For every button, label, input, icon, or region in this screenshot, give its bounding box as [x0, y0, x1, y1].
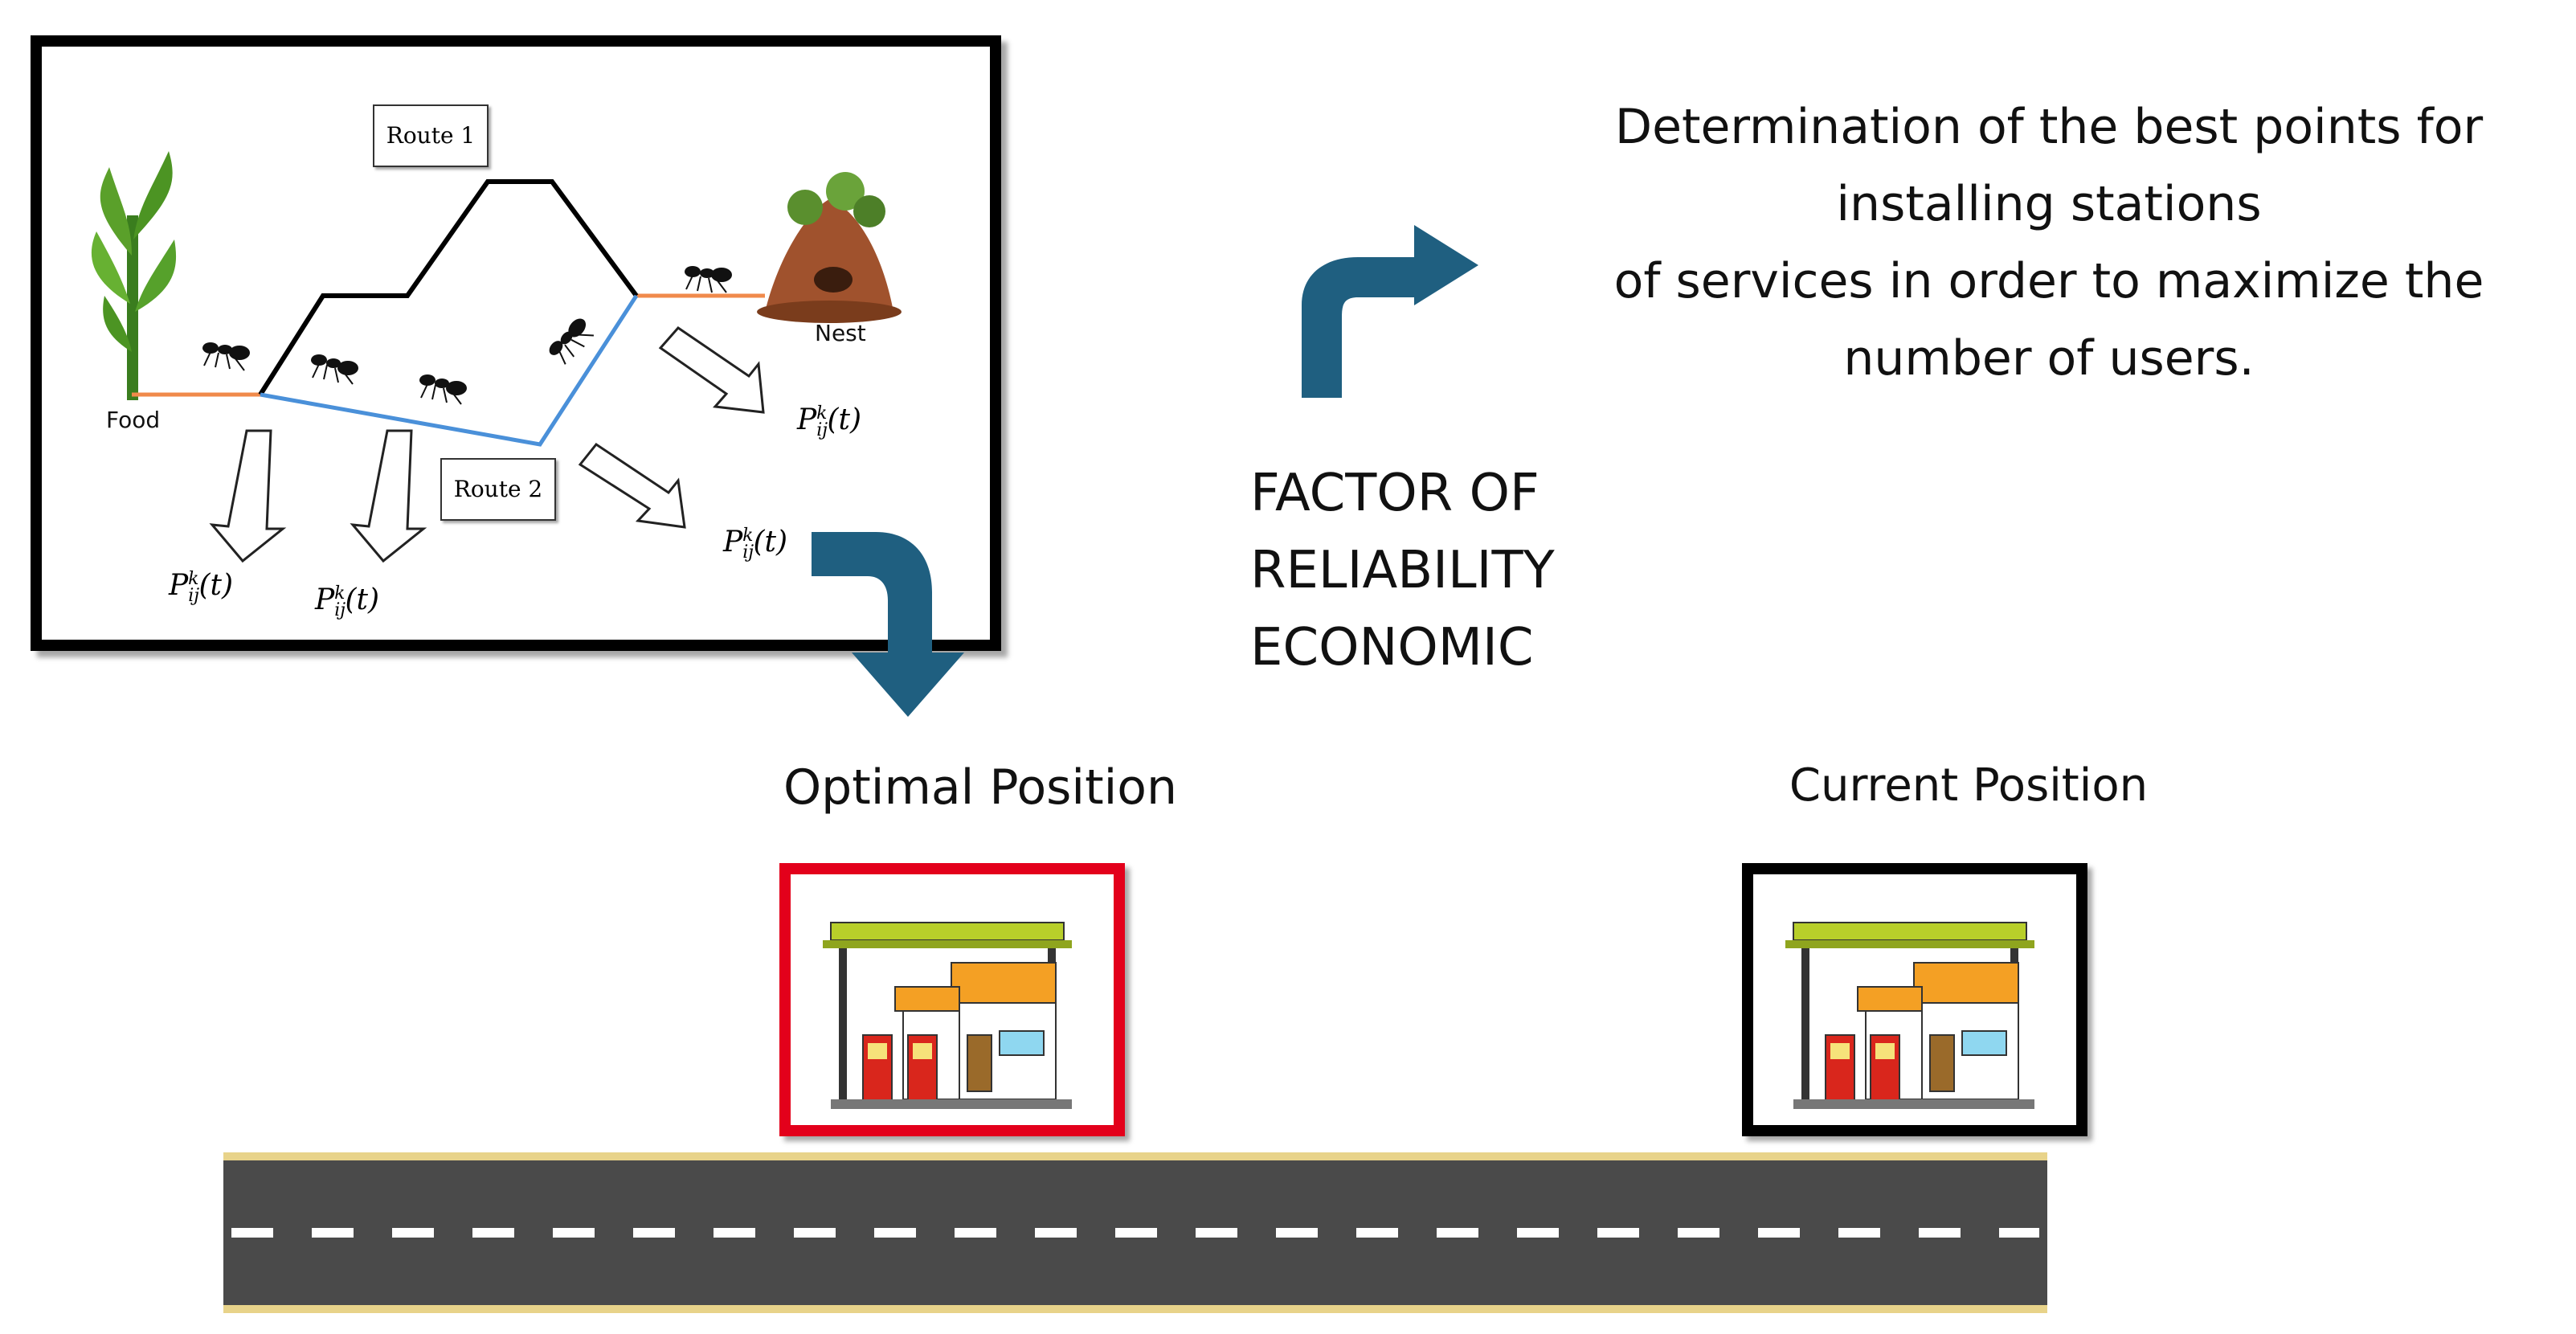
route-2-path — [260, 294, 639, 447]
probability-label-3: Pijk(t) — [723, 526, 787, 563]
ant-route-graphic — [91, 151, 902, 563]
factor-text: FACTOR OF RELIABILITY ECONOMIC — [1250, 455, 1555, 686]
hollow-arrow-2 — [350, 429, 427, 563]
current-station-frame — [1742, 863, 2087, 1136]
bent-arrow-down-icon — [812, 532, 964, 717]
goal-line-3: of services in order to maximize the — [1613, 253, 2484, 309]
route-1-path — [258, 179, 639, 396]
gas-station-icon — [823, 922, 1072, 1109]
goal-line-1: Determination of the best points for — [1614, 99, 2484, 155]
goal-line-4: number of users. — [1843, 330, 2255, 387]
optimal-station-frame — [779, 863, 1125, 1136]
factor-line-2: RELIABILITY — [1250, 541, 1555, 600]
nest-icon — [757, 172, 902, 323]
goal-text: Determination of the best points for ins… — [1527, 88, 2571, 397]
factor-line-1: FACTOR OF — [1250, 464, 1539, 523]
probability-label-2: Pijk(t) — [315, 583, 379, 621]
route-2-label: Route 2 — [440, 458, 556, 521]
gas-station-icon — [1785, 922, 2034, 1109]
factor-line-3: ECONOMIC — [1250, 618, 1534, 677]
hollow-arrow-1 — [209, 429, 287, 563]
bent-arrow-up-right-icon — [1302, 225, 1478, 398]
hollow-arrow-4 — [658, 326, 765, 414]
food-plant-icon — [91, 151, 177, 400]
food-label: Food — [106, 407, 161, 433]
probability-label-1: Pijk(t) — [169, 569, 233, 607]
hollow-arrow-3 — [578, 442, 686, 529]
route-1-label: Route 1 — [373, 104, 489, 167]
road-graphic — [223, 1152, 2047, 1313]
goal-line-2: installing stations — [1836, 176, 2262, 232]
ant-icons — [202, 266, 732, 405]
probability-label-4: Pijk(t) — [797, 403, 861, 441]
current-position-label: Current Position — [1789, 759, 2149, 812]
pheromone-arrows — [209, 326, 765, 563]
nest-label: Nest — [815, 320, 866, 346]
optimal-position-label: Optimal Position — [783, 759, 1178, 816]
ant-colony-diagram: Route 1 Route 2 Food Nest Pijk(t) Pijk(t… — [31, 35, 1001, 651]
